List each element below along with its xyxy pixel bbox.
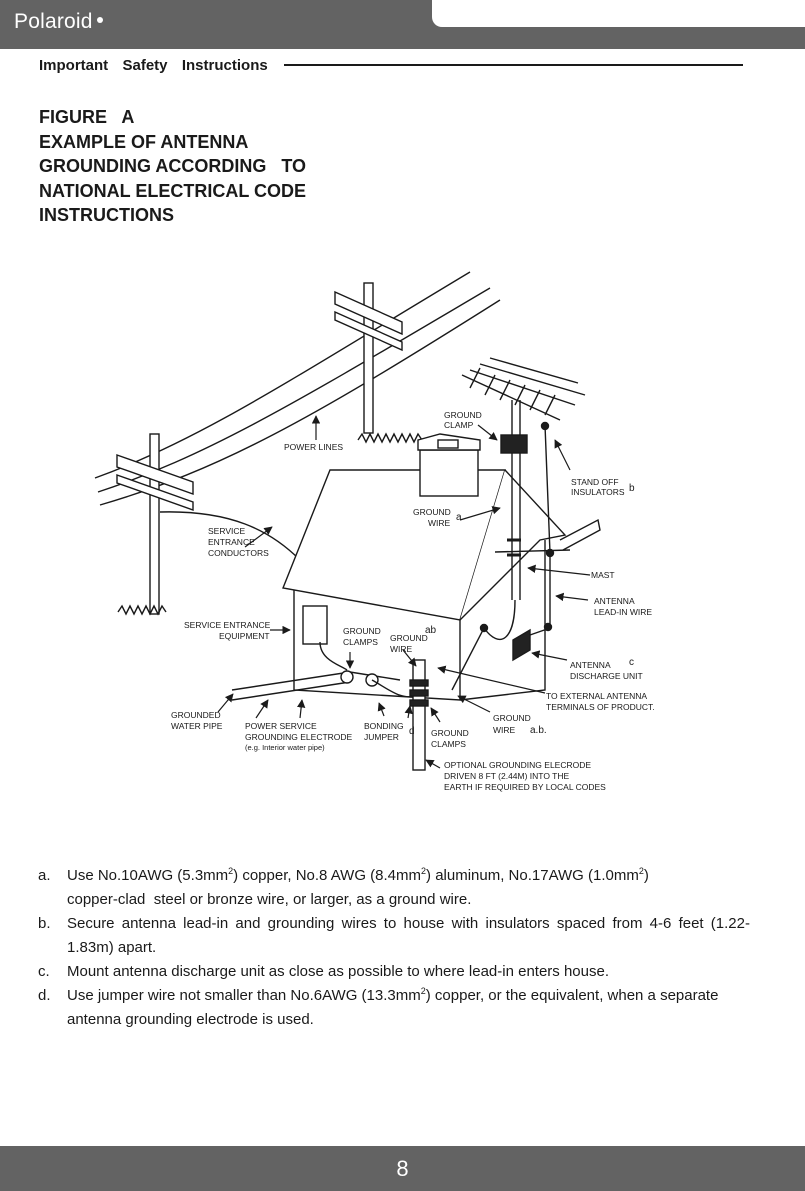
label-external-terminals: TERMINALS OF PRODUCT. (546, 702, 655, 712)
superscript: 2 (420, 986, 426, 996)
note-letter: d. (38, 987, 51, 1004)
note-letter: a. (38, 867, 51, 884)
note-text-part: Use No.10AWG (5.3mm (67, 867, 229, 884)
label-ground-clamps-low: CLAMPS (431, 739, 466, 749)
label-stand-off: INSULATORS (571, 487, 625, 497)
figure-title-line: GROUNDING ACCORDING TO (39, 156, 307, 176)
section-divider (284, 64, 743, 66)
label-water-pipe: WATER PIPE (171, 721, 223, 731)
label-ground-clamps: CLAMPS (343, 637, 378, 647)
superscript: 2 (228, 866, 234, 876)
note-text-part: ) copper, No.8 AWG (8.4mm (233, 867, 422, 884)
label-bonding-jumper: JUMPER (364, 732, 399, 742)
antenna-grounding-diagram: GROUND CLAMP POWER LINES STAND OFF INSUL… (94, 271, 655, 792)
label-ground-clamp: GROUND (444, 410, 482, 420)
label-optional-electrode: EARTH IF REQUIRED BY LOCAL CODES (444, 782, 606, 792)
label-ground-clamp: CLAMP (444, 420, 474, 430)
label-optional-electrode: OPTIONAL GROUNDING ELECRODE (444, 760, 591, 770)
page-footer: 8 (0, 1146, 805, 1191)
note-text-part: ) copper, or the equivalent, when a sepa… (67, 987, 719, 1028)
label-bonding-jumper: BONDING (364, 721, 404, 731)
chimney (419, 449, 479, 497)
label-discharge-unit: ANTENNA (570, 660, 611, 670)
label-service-equipment: EQUIPMENT (219, 631, 270, 641)
label-service-conductors: ENTRANCE (208, 537, 255, 547)
antenna (461, 357, 586, 421)
grounding-electrode (412, 659, 426, 771)
note-text: Mount antenna discharge unit as close as… (67, 963, 609, 980)
note-letter: c. (38, 963, 50, 980)
label-ab-letter: ab (425, 625, 437, 636)
label-service-conductors: CONDUCTORS (208, 548, 269, 558)
note-item-c: c. Mount antenna discharge unit as close… (38, 960, 750, 984)
label-ground-wire: WIRE (428, 518, 451, 528)
power-line (159, 511, 301, 561)
label-antenna-lead-in: LEAD-IN WIRE (594, 607, 652, 617)
house-wall (293, 590, 461, 701)
label-external-terminals: TO EXTERNAL ANTENNA (546, 691, 647, 701)
label-ab-dot-letter: a.b. (530, 725, 547, 736)
label-ground-wire-mid: GROUND (390, 633, 428, 643)
power-line (94, 271, 471, 479)
brand-logo: Polaroid (14, 10, 103, 34)
label-ground-wire: GROUND (413, 507, 451, 517)
superscript: 2 (638, 866, 644, 876)
note-item-a: a. Use No.10AWG (5.3mm2) copper, No.8 AW… (38, 864, 750, 912)
notes-list: a. Use No.10AWG (5.3mm2) copper, No.8 AW… (38, 864, 750, 1032)
label-power-lines: POWER LINES (284, 442, 343, 452)
label-ground-clamps: GROUND (343, 626, 381, 636)
service-entrance-box (302, 605, 328, 645)
label-ground-clamps-low: GROUND (431, 728, 469, 738)
label-discharge-letter: c (629, 657, 634, 668)
page-header: Polaroid (0, 0, 805, 49)
figure-title-line: NATIONAL ELECTRICAL CODE (39, 180, 307, 201)
brand-dot-icon (96, 17, 103, 24)
label-grounding-electrode: GROUNDING ELECTRODE (245, 732, 353, 742)
label-stand-off-letter: b (629, 483, 635, 494)
utility-pole (149, 433, 160, 615)
page-number: 8 (396, 1156, 409, 1181)
note-text-part: ) aluminum, No.17AWG (1.0mm (426, 867, 639, 884)
note-text-part: ) (643, 867, 649, 884)
note-text-part: Use jumper wire not smaller than No.6AWG… (67, 987, 421, 1004)
note-item-d: d. Use jumper wire not smaller than No.6… (38, 984, 750, 1032)
figure-title-line: EXAMPLE OF ANTENNA (39, 131, 249, 152)
label-grounding-electrode-note: (e.g. Interior water pipe) (245, 743, 325, 752)
ground-clamp-box (500, 434, 528, 454)
note-text: Secure antenna lead-in and grounding wir… (67, 915, 750, 956)
utility-pole (363, 282, 374, 434)
note-item-b: b. Secure antenna lead-in and grounding … (38, 912, 750, 960)
label-antenna-lead-in: ANTENNA (594, 596, 635, 606)
note-text-part: copper-clad steel or bronze wire, or lar… (67, 891, 472, 908)
mast (511, 400, 521, 600)
brand-name: Polaroid (14, 10, 93, 33)
label-d-letter: d (409, 726, 415, 737)
note-text: Use No.10AWG (5.3mm2) copper, No.8 AWG (… (67, 864, 750, 912)
label-service-conductors: SERVICE (208, 526, 245, 536)
discharge-unit (512, 628, 531, 662)
label-discharge-unit: DISCHARGE UNIT (570, 671, 643, 681)
figure-title-line: FIGURE A (39, 107, 135, 127)
label-water-pipe: GROUNDED (171, 710, 221, 720)
figure-title-line: INSTRUCTIONS (39, 205, 174, 225)
section-title: Important Safety Instructions (39, 57, 268, 74)
label-stand-off: STAND OFF (571, 477, 619, 487)
note-letter: b. (38, 915, 51, 932)
label-ground-wire-mid: WIRE (390, 644, 413, 654)
label-ground-wire-low: WIRE (493, 725, 516, 735)
note-text: Use jumper wire not smaller than No.6AWG… (67, 984, 750, 1032)
header-tab (432, 0, 805, 27)
figure-title: FIGURE A EXAMPLE OF ANTENNA GROUNDING AC… (39, 105, 306, 228)
label-mast: MAST (591, 570, 615, 580)
label-grounding-electrode: POWER SERVICE (245, 721, 317, 731)
label-ground-wire-letter: a (456, 512, 462, 523)
superscript: 2 (421, 866, 427, 876)
label-service-equipment: SERVICE ENTRANCE (184, 620, 271, 630)
lead-in-wire (529, 424, 551, 636)
label-ground-wire-low: GROUND (493, 713, 531, 723)
label-optional-electrode: DRIVEN 8 FT (2.44M) INTO THE (444, 771, 569, 781)
